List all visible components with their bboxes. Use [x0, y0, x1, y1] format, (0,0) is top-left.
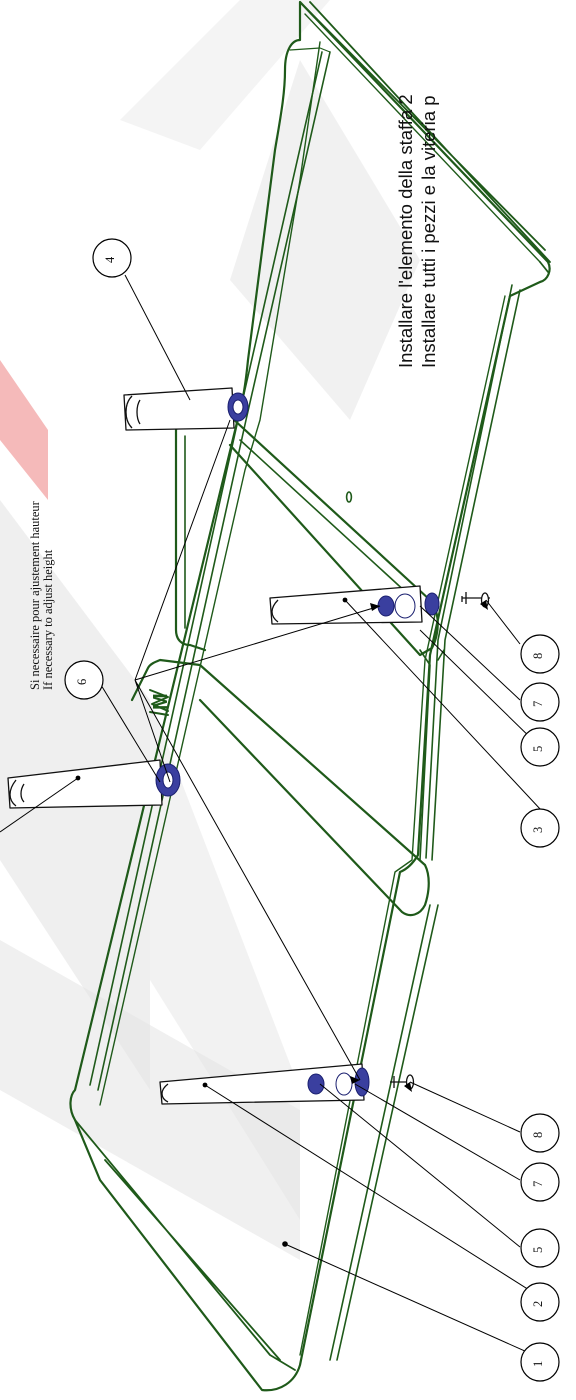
balloon-7-upper: 7 — [531, 700, 545, 707]
balloon-5-upper: 5 — [531, 745, 545, 752]
balloon-8-upper: 8 — [531, 652, 545, 659]
note-adjust-en: If necessary to adjust height — [41, 549, 55, 690]
balloon-6: 6 — [75, 678, 89, 685]
tray-outline — [69, 0, 551, 1392]
nut-bottom-c — [354, 1067, 370, 1097]
note-install-bracket: Installare l'elemento della staffa 2 — [395, 94, 416, 368]
nut-bottom-b — [335, 1072, 353, 1096]
balloon-3: 3 — [531, 826, 545, 833]
note-adjust-fr: Si necessaire pour ajustement hauteur — [28, 501, 42, 690]
balloon-7-lower: 7 — [531, 1180, 545, 1187]
tray-rim-inner — [99, 13, 541, 1356]
nut-center-a — [377, 595, 395, 617]
balloon-2: 2 — [531, 1300, 545, 1307]
balloon-5-lower: 5 — [531, 1246, 545, 1253]
bracket-2 — [159, 1063, 365, 1105]
rib-1 — [130, 658, 430, 917]
balloon-4: 4 — [103, 256, 117, 263]
balloon-8-lower: 8 — [531, 1131, 545, 1138]
nut-bottom-a — [307, 1073, 325, 1095]
bracket-unnamed — [7, 759, 163, 809]
logo-text: M — [150, 693, 172, 710]
bracket-top — [123, 387, 235, 431]
nut-center-c — [424, 592, 440, 616]
note-install-hardware: Installare tutti i pezzi e la viteria p — [418, 95, 439, 369]
balloon-1: 1 — [531, 1360, 545, 1367]
nut-center-b — [394, 593, 416, 619]
